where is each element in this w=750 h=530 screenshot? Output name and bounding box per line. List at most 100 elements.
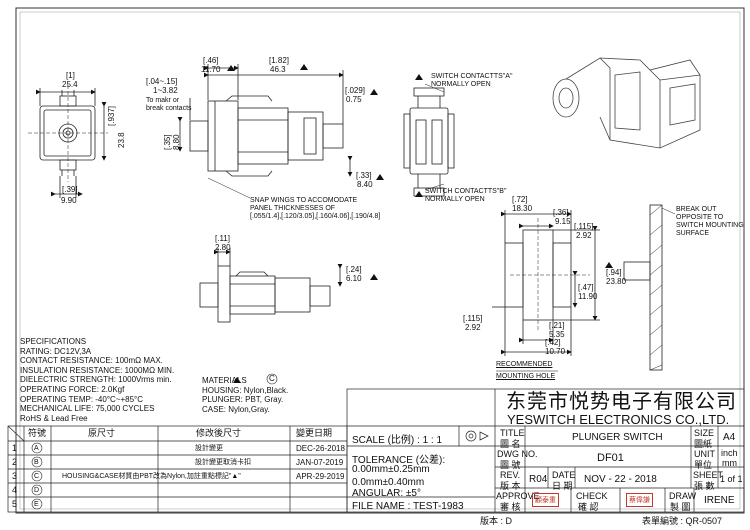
- rev-header-symbol: 符號: [28, 428, 47, 438]
- dim-1-mm: 25.4: [62, 80, 78, 89]
- rev-original: HOUSING&CASE材質由PBT改為Nylon,加註重點標記"▲": [62, 473, 241, 480]
- dim-937-mm: 23.8: [117, 132, 126, 148]
- spec-item: MECHANICAL LIFE: 75,000 CYCLES: [20, 404, 155, 414]
- dim-46-in: [.46]: [203, 56, 219, 65]
- sheet-count: 1 of 1: [720, 474, 743, 484]
- dim-11-mm: 2.80: [215, 243, 231, 252]
- tolerance-line-1: 0.00mm±0.25mm: [352, 464, 430, 475]
- approve-seal: 顧泰重: [532, 493, 559, 507]
- dwg-label-cn: 圖 號: [500, 460, 521, 470]
- dim-115b-mm: 2.92: [465, 323, 481, 332]
- dim-39-mm: 9.90: [61, 196, 77, 205]
- rev-date: APR-29-2019: [296, 472, 345, 481]
- drawer-name: IRENE: [704, 495, 735, 506]
- spec-item: OPERATING FORCE: 2.0Kgf: [20, 384, 125, 394]
- unit-mm: mm: [722, 458, 737, 468]
- rev-modified: 設計變更取消卡扣: [195, 459, 251, 466]
- rev-symbol: E: [34, 501, 39, 508]
- tolerance-line-2: 0.0mm±0.40mm: [352, 477, 425, 488]
- drawing-title: PLUNGER SWITCH: [572, 432, 663, 443]
- materials-item: HOUSING: Nylon,Black.: [202, 385, 289, 395]
- isometric-view: [552, 57, 701, 149]
- spec-heading: SPECIFICATIONS: [20, 337, 87, 346]
- dim-11-in: [.11]: [215, 234, 230, 243]
- draw-label-cn: 製 圖: [670, 502, 691, 512]
- unit-label: UNIT: [694, 449, 715, 459]
- panel-note-1: To makr or: [146, 97, 180, 104]
- dim-panel-in: [.04~.15]: [146, 77, 178, 86]
- rev-symbol: D: [34, 487, 40, 494]
- spec-item: CONTACT RESISTANCE: 100mΩ MAX.: [20, 356, 163, 366]
- scale: SCALE (比例) : 1 : 1: [352, 435, 443, 446]
- rev-label-cn: 版 本: [500, 481, 521, 491]
- dim-94-in: [.94]: [606, 268, 622, 277]
- dim-24-in: [.24]: [346, 265, 362, 274]
- rev-date: DEC-26-2018: [296, 444, 345, 453]
- dim-029-in: [.029]: [345, 86, 366, 95]
- dim-47-mm: 11.90: [578, 292, 598, 301]
- check-label: CHECK: [576, 491, 608, 501]
- rev-row-index: 2: [12, 457, 18, 467]
- approve-label: APPROVE: [496, 491, 540, 501]
- draw-label: DRAW: [669, 491, 697, 501]
- revision-symbol-circles: [31, 373, 278, 510]
- dim-36-in: [.36]: [553, 208, 569, 217]
- date-label: DATE: [552, 470, 576, 480]
- snap-note-2: PANEL THICKNESSES OF: [250, 205, 336, 212]
- side-view: [177, 64, 353, 199]
- breakout-note-4: SURFACE: [676, 230, 710, 237]
- recommended-label: RECOMMENDED: [496, 361, 553, 368]
- angular-tolerance: ANGULAR: ±5°: [352, 488, 421, 499]
- company-name-en: YESWITCH ELECTRONICS CO.,LTD.: [507, 412, 730, 427]
- contact-b-label-2: NORMALLY OPEN: [425, 196, 485, 203]
- dim-33-mm: 8.40: [357, 180, 373, 189]
- sheet-label-cn: 張 數: [694, 481, 715, 491]
- dim-115a-in: [.115]: [574, 222, 594, 231]
- rev-date: JAN-07-2019: [296, 458, 344, 467]
- snap-note-1: SNAP WINGS TO ACCOMODATE: [250, 197, 358, 204]
- approve-label-cn: 審 核: [500, 502, 521, 512]
- file-name: FILE NAME : TEST-1983: [352, 501, 464, 512]
- materials-item: PLUNGER: PBT, Gray.: [202, 395, 284, 405]
- paper-size: A4: [723, 432, 736, 443]
- dim-937-in: [.937]: [107, 105, 116, 126]
- revision: R04: [529, 474, 548, 485]
- date-label-cn: 日 期: [552, 481, 573, 491]
- snap-note-3: [.055/1.4],[.120/3.05],[.160/4.06],[.190…: [250, 213, 381, 220]
- dim-35-mm: 8.80: [172, 134, 181, 150]
- dim-36-mm: 9.15: [555, 217, 571, 226]
- rev-symbol: B: [34, 459, 39, 466]
- sheet-label: SHEET: [693, 470, 724, 480]
- rev-row-index: 1: [12, 443, 18, 453]
- specifications: SPECIFICATIONS RATING: DC12V,3A CONTACT …: [20, 337, 174, 423]
- spec-item: RoHS & Lead Free: [20, 413, 88, 423]
- materials-item: CASE: Nylon,Gray.: [202, 404, 270, 414]
- dim-47-in: [.47]: [578, 283, 594, 292]
- dim-72-in: [.72]: [512, 195, 528, 204]
- rev-symbol: C: [34, 473, 40, 480]
- contact-a-label-1: SWITCH CONTACTTS"A": [431, 73, 513, 80]
- dim-182-in: [1.82]: [269, 56, 290, 65]
- rev-symbol: A: [34, 445, 39, 452]
- dim-115b-in: [.115]: [463, 314, 483, 323]
- contact-a-label-2: NORMALLY OPEN: [431, 81, 491, 88]
- mounting-hole-label: MOUNTING HOLE: [496, 373, 556, 380]
- dim-115a-mm: 2.92: [576, 231, 592, 240]
- spec-item: INSULATION RESISTANCE: 1000MΩ MIN.: [20, 365, 175, 375]
- rev-modified: 設計變更: [195, 445, 223, 452]
- contact-b-label-1: SWITCH CONTACTTS"B": [425, 188, 507, 195]
- revision-table-grid: [7, 425, 348, 513]
- dim-21-in: [.21]: [549, 321, 565, 330]
- dim-46-mm: 11.70: [201, 65, 221, 74]
- footer-version: 版本 : D: [480, 516, 513, 526]
- breakout-note-2: OPPOSITE TO: [676, 214, 724, 221]
- unit-inch: inch: [721, 448, 738, 458]
- dim-1-in: [1]: [66, 71, 75, 80]
- breakout-note-1: BREAK OUT: [676, 206, 717, 213]
- drawing-date: NOV - 22 - 2018: [584, 474, 657, 485]
- dim-42-mm: 10.70: [545, 347, 566, 356]
- spec-item: DIELECTRIC STRENGTH: 1000Vrms min.: [20, 375, 172, 385]
- rev-row-index: 5: [12, 499, 18, 509]
- rev-row-index: 4: [12, 485, 18, 495]
